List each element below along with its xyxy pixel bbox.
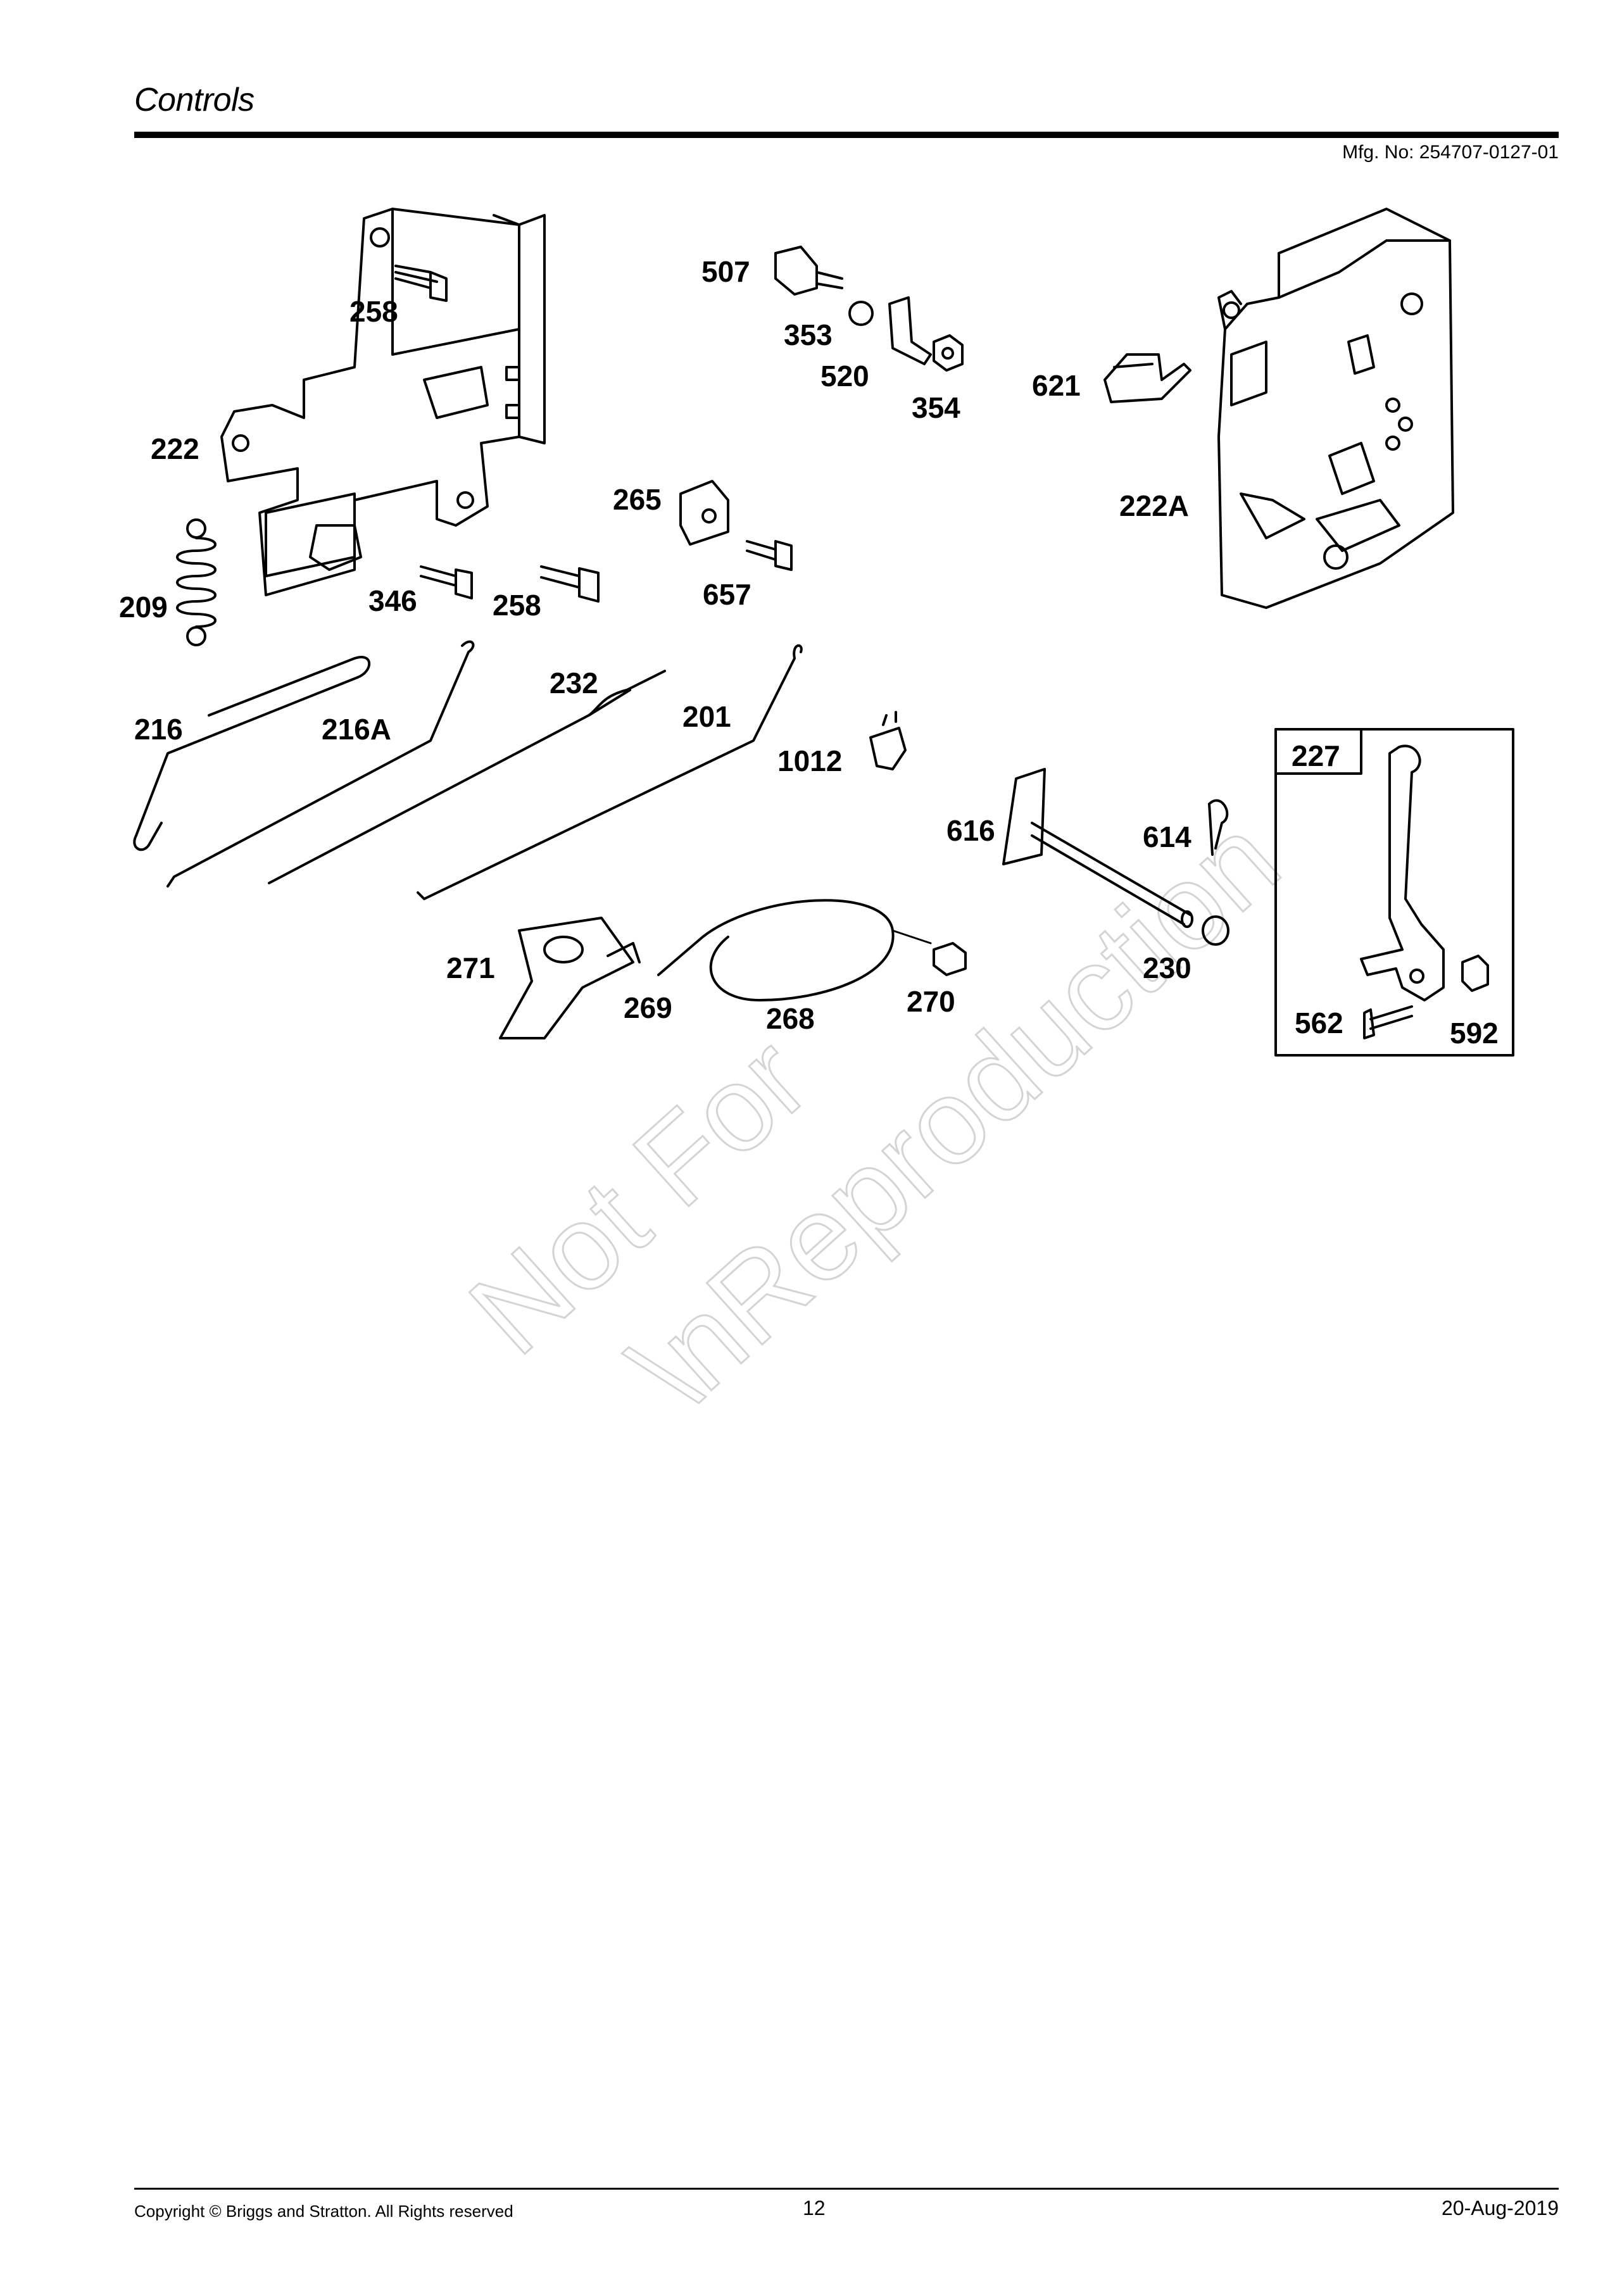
label-268: 268: [766, 1002, 815, 1035]
part-216-rod-drawing: [133, 656, 371, 851]
label-346: 346: [368, 584, 417, 617]
label-269: 269: [624, 991, 672, 1024]
label-227: 227: [1292, 739, 1340, 772]
part-258b-screw-drawing: [540, 565, 600, 603]
watermark: Not For \nReproduction: [444, 791, 1305, 1438]
part-616-shaft-drawing: [1002, 768, 1193, 928]
label-216a: 216A: [322, 713, 391, 746]
label-222: 222: [151, 432, 199, 465]
mfg-number: Mfg. No: 254707-0127-01: [1342, 142, 1559, 163]
label-614: 614: [1143, 820, 1191, 853]
label-270: 270: [907, 985, 955, 1018]
title-rule: [134, 132, 1559, 138]
part-614-pin-drawing: [1208, 799, 1229, 856]
label-616: 616: [946, 814, 995, 847]
label-562: 562: [1295, 1007, 1343, 1039]
label-222a: 222A: [1119, 489, 1189, 522]
label-520: 520: [820, 360, 869, 392]
part-507-terminal-drawing: [774, 246, 843, 296]
label-209: 209: [119, 591, 168, 624]
label-230: 230: [1143, 951, 1191, 984]
part-230-washer-drawing: [1202, 915, 1229, 946]
label-232: 232: [550, 667, 598, 699]
part-353-washer-drawing: [848, 301, 874, 326]
part-265-bracket-drawing: [679, 480, 729, 546]
footer-rule: [134, 2188, 1559, 2190]
part-346-screw-drawing: [420, 565, 473, 599]
label-271: 271: [446, 951, 495, 984]
footer-page-number: 12: [803, 2197, 826, 2219]
label-216: 216: [134, 713, 183, 746]
part-232-spring-rod-drawing: [268, 670, 666, 884]
part-222a-plate-drawing: [1217, 208, 1454, 609]
label-201: 201: [682, 700, 731, 733]
label-258b: 258: [493, 589, 541, 622]
label-507: 507: [701, 255, 750, 288]
part-1012-clip-drawing: [869, 711, 907, 770]
part-271-lever-drawing: [499, 917, 641, 1039]
part-209-spring-drawing: [176, 518, 217, 646]
part-270-nut-drawing: [933, 942, 967, 976]
part-258-screw-drawing: [394, 265, 448, 302]
label-1012: 1012: [777, 744, 842, 777]
part-657-screw-drawing: [746, 540, 793, 571]
label-621: 621: [1032, 369, 1081, 402]
label-265: 265: [613, 483, 662, 516]
part-216a-rod-drawing: [167, 640, 475, 888]
label-354: 354: [912, 391, 960, 424]
part-354-nut-drawing: [933, 334, 964, 372]
part-227-inset: [1274, 728, 1514, 1057]
page-title: Controls: [134, 82, 255, 118]
footer-copyright: Copyright © Briggs and Stratton. All Rig…: [134, 2202, 513, 2221]
part-268-cable-drawing: [657, 899, 932, 1001]
label-258: 258: [349, 295, 398, 328]
part-222-bracket-drawing: [220, 208, 546, 596]
part-520-terminal-drawing: [888, 296, 932, 365]
part-201-rod-drawing: [417, 644, 803, 900]
label-592: 592: [1450, 1017, 1499, 1050]
footer-date: 20-Aug-2019: [1441, 2197, 1559, 2219]
part-621-clip-drawing: [1103, 353, 1191, 403]
label-657: 657: [703, 578, 751, 611]
label-353: 353: [784, 318, 833, 351]
parts-diagram: Not For \nReproduction: [119, 208, 1514, 1438]
